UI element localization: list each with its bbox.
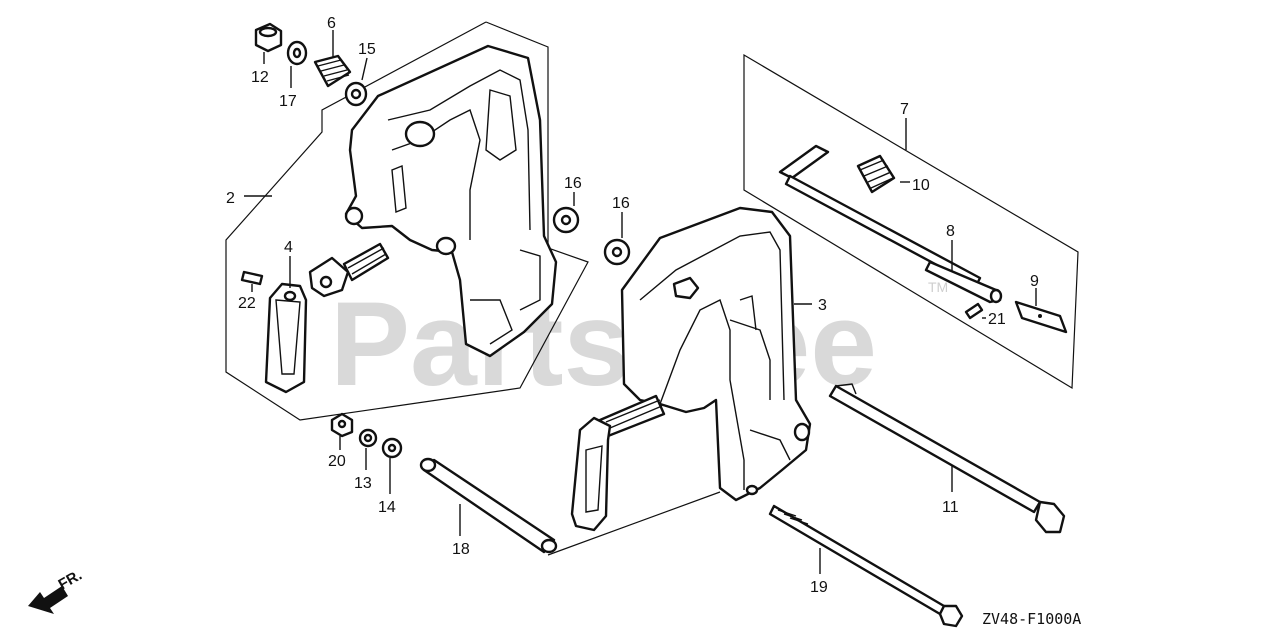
callout-6[interactable]: 6: [327, 15, 336, 32]
rod-19-part[interactable]: [768, 504, 964, 628]
clamp-screw-right-part[interactable]: [570, 394, 666, 532]
leader-lines: [244, 30, 1037, 574]
washer-16b-part[interactable]: [603, 238, 631, 266]
callout-2[interactable]: 2: [226, 190, 235, 207]
shaft-8-part[interactable]: [924, 260, 1003, 304]
group-outline-bracket: [225, 21, 589, 421]
callout-12[interactable]: 12: [251, 69, 269, 86]
callout-4[interactable]: 4: [284, 239, 293, 256]
callout-16a[interactable]: 16: [564, 175, 582, 192]
callout-18[interactable]: 18: [452, 541, 470, 558]
callout-22[interactable]: 22: [238, 295, 256, 312]
callout-7[interactable]: 7: [900, 101, 909, 118]
stern-bracket-left-part[interactable]: [344, 44, 558, 358]
clamp-screw-left-part[interactable]: [308, 242, 390, 298]
callout-8[interactable]: 8: [946, 223, 955, 240]
stern-bracket-right-part[interactable]: [620, 206, 812, 502]
pin-22-part[interactable]: [240, 270, 264, 286]
cotter-pin-21-part[interactable]: [964, 302, 984, 320]
washer-17-part[interactable]: [286, 40, 308, 66]
front-direction-indicator: FR.: [28, 567, 85, 614]
callout-17[interactable]: 17: [279, 93, 297, 110]
washer-15-part[interactable]: [344, 81, 368, 107]
nut-20-part[interactable]: [330, 412, 354, 438]
callout-10[interactable]: 10: [912, 177, 930, 194]
callout-13[interactable]: 13: [354, 475, 372, 492]
callout-labels: 12 17 6 15 2 4 22 16 16 7 10 8 9 21 3 20…: [226, 15, 1039, 596]
tube-18-part[interactable]: [419, 457, 558, 554]
group-outline-clamp: [547, 491, 721, 556]
diagram-code: ZV48-F1000A: [982, 610, 1081, 628]
callout-20[interactable]: 20: [328, 453, 346, 470]
lever-bolt-7-part[interactable]: [778, 144, 982, 288]
callout-3[interactable]: 3: [818, 297, 827, 314]
callout-9[interactable]: 9: [1030, 273, 1039, 290]
watermark-trademark: TM: [928, 279, 948, 295]
group-outline-bolt-kit: [743, 53, 1079, 390]
arrow-left-down-icon: [28, 586, 68, 614]
callout-19[interactable]: 19: [810, 579, 828, 596]
callout-21[interactable]: 21: [988, 311, 1006, 328]
plate-9-part[interactable]: [1014, 300, 1068, 334]
callout-15[interactable]: 15: [358, 41, 376, 58]
washer-13-part[interactable]: [358, 428, 378, 448]
washer-14-part[interactable]: [381, 437, 403, 459]
spring-6-part[interactable]: [313, 54, 352, 88]
clamp-pad-4-part[interactable]: [264, 282, 308, 394]
callout-11[interactable]: 11: [942, 499, 959, 516]
bolt-11-part[interactable]: [828, 383, 1066, 534]
spring-10-part[interactable]: [856, 154, 896, 194]
washer-16a-part[interactable]: [552, 206, 580, 234]
callout-16b[interactable]: 16: [612, 195, 630, 212]
callout-14[interactable]: 14: [378, 499, 396, 516]
cap-nut-part[interactable]: [254, 22, 283, 53]
